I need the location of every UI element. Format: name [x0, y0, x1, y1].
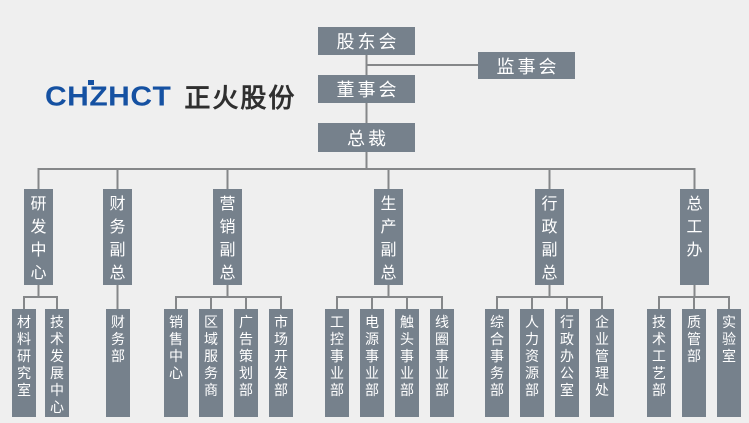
node-enterprise-management-office: 企业管理处 [590, 309, 614, 417]
brand-logo: CHZHCT 正火股份 [45, 78, 296, 115]
brand-dot-icon [88, 80, 94, 85]
brand-name-chinese: 正火股份 [184, 83, 297, 113]
node-branch-chief-engineer-office: 总工办 [680, 189, 709, 285]
node-sales-center: 销售中心 [164, 309, 188, 417]
node-materials-research-office: 材料研究室 [12, 309, 36, 417]
node-branch-admin-vp: 行政副总 [535, 189, 564, 285]
node-hr-dept: 人力资源部 [520, 309, 544, 417]
brand-wordmark: CHZHCT [45, 80, 172, 112]
node-shareholders-meeting: 股东会 [318, 27, 415, 55]
node-market-development-dept: 市场开发部 [269, 309, 293, 417]
node-ad-planning-dept: 广告策划部 [234, 309, 258, 417]
node-branch-finance-vp: 财务副总 [103, 189, 132, 285]
node-coil-division: 线圈事业部 [430, 309, 454, 417]
node-general-affairs-dept: 综合事务部 [485, 309, 509, 417]
node-tech-development-center: 技术发展中心 [45, 309, 69, 417]
node-supervisory-board: 监事会 [478, 52, 575, 79]
node-quality-management-dept: 质管部 [682, 309, 706, 417]
node-finance-dept: 财务部 [106, 309, 130, 417]
node-regional-service-providers: 区域服务商 [199, 309, 223, 417]
node-branch-production-vp: 生产副总 [374, 189, 403, 285]
node-power-supply-division: 电源事业部 [360, 309, 384, 417]
node-industrial-control-division: 工控事业部 [325, 309, 349, 417]
node-contact-division: 触头事业部 [395, 309, 419, 417]
node-president: 总裁 [318, 123, 415, 152]
node-tech-process-dept: 技术工艺部 [647, 309, 671, 417]
node-admin-office: 行政办公室 [555, 309, 579, 417]
node-laboratory: 实验室 [717, 309, 741, 417]
node-branch-marketing-vp: 营销副总 [213, 189, 242, 285]
node-board-of-directors: 董事会 [318, 75, 415, 103]
node-branch-rd-center: 研发中心 [24, 189, 53, 285]
